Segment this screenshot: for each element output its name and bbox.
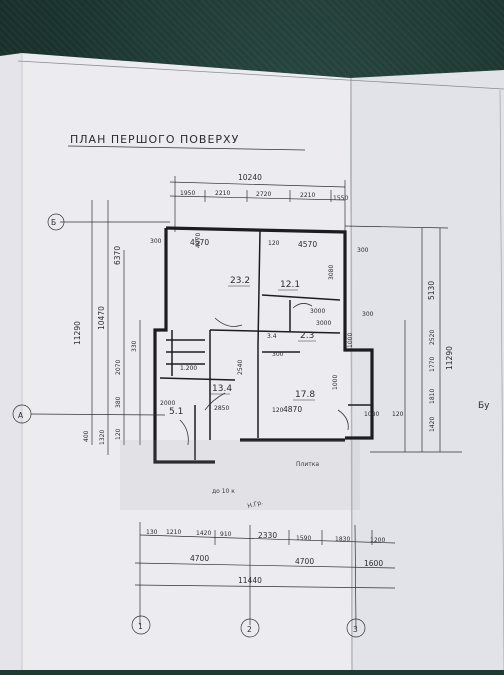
axis-b-label: Б — [51, 218, 56, 227]
bottom-span-2: 4700 — [295, 557, 314, 566]
room-6-dim: 2000 — [160, 400, 175, 407]
room-3-label: 3.4 — [267, 333, 277, 340]
left-inner-d: 1320 — [99, 430, 106, 445]
axis-3-bubble — [346, 618, 366, 638]
left-third-dim: 10470 — [97, 306, 106, 330]
top-total-dim: 10240 — [238, 173, 262, 182]
right-mid-c: 1810 — [429, 389, 436, 404]
room-misc-b: 1000 — [347, 333, 354, 348]
axis-b-bubble — [47, 213, 65, 231]
top-seg-3: 2720 — [256, 191, 271, 198]
room-6-area: 5.1 — [169, 407, 183, 417]
right-page — [350, 70, 504, 670]
axis-2-bubble — [240, 618, 260, 638]
left-inner-f: 400 — [83, 430, 90, 442]
bottom-seg-2: 1210 — [166, 529, 181, 536]
axis-1-label: 1 — [138, 622, 143, 631]
bottom-total: 11440 — [238, 576, 262, 585]
room-4-area: 17.8 — [295, 390, 315, 400]
margin-note: Бу — [478, 401, 490, 411]
room-2-dim-a: 3000 — [310, 308, 325, 315]
room-4-left: 120 — [272, 407, 284, 414]
bottom-seg-3: 1420 — [196, 530, 211, 537]
room-2-dim-b: 3000 — [316, 320, 331, 327]
bottom-span-3: 1600 — [364, 559, 383, 568]
room-4-height: 1000 — [332, 375, 339, 390]
floor-plan-drawing: ПЛАН ПЕРШОГО ПОВЕРХУ — [0, 53, 504, 671]
right-mid-a: 2520 — [429, 330, 436, 345]
room-3-area: 2.3 — [300, 331, 314, 341]
top-room-left: 4570 — [190, 238, 209, 247]
note-b: Н.Гр. — [247, 499, 264, 510]
left-second-dim: 6370 — [113, 246, 122, 265]
room-1-height: 4070 — [195, 233, 202, 248]
room-4-right2: 120 — [392, 411, 404, 418]
room-5-height: 2540 — [237, 360, 244, 375]
copy-smudge — [120, 440, 360, 510]
top-seg-4: 2210 — [300, 192, 315, 199]
left-inner-b: 330 — [131, 340, 138, 352]
room-4-width: 4870 — [283, 405, 302, 414]
top-wall-left: 300 — [150, 238, 162, 245]
room-1-area: 23.2 — [230, 276, 250, 286]
axis-a-label: А — [18, 411, 24, 420]
room-3-small: 300 — [272, 351, 284, 358]
bottom-seg-4: 910 — [220, 531, 232, 538]
bottom-seg-5: 2330 — [258, 531, 277, 540]
stair-dim: 1.200 — [180, 365, 197, 372]
bottom-seg-7: 1830 — [335, 536, 350, 543]
bottom-span-1: 4700 — [190, 554, 209, 563]
axis-2-label: 2 — [247, 625, 252, 634]
room-misc-a: 300 — [362, 311, 374, 318]
room-5-area: 13.4 — [212, 384, 232, 394]
bottom-seg-1: 130 — [146, 529, 158, 536]
right-bottom: 1420 — [429, 417, 436, 432]
left-inner-a: 2070 — [115, 360, 122, 375]
top-seg-2: 2210 — [215, 190, 230, 197]
main-page — [22, 53, 352, 670]
axis-3-label: 3 — [353, 625, 358, 634]
right-outer-dim: 11290 — [445, 346, 454, 370]
left-inner-c: 380 — [115, 396, 122, 408]
room-4-right: 1080 — [364, 411, 379, 418]
right-upper-dim: 5130 — [427, 281, 436, 300]
left-outer-dim: 11290 — [73, 321, 82, 345]
top-room-right: 4570 — [298, 240, 317, 249]
top-wall-mid: 120 — [268, 240, 280, 247]
top-wall-right: 300 — [357, 247, 369, 254]
bottom-seg-6: 1590 — [296, 535, 311, 542]
note-c: Плитка — [296, 461, 319, 468]
drawing-sheet: ПЛАН ПЕРШОГО ПОВЕРХУ — [0, 40, 504, 671]
left-inner-e: 120 — [115, 428, 122, 440]
left-page-edge — [0, 53, 22, 670]
border-line — [17, 60, 504, 90]
plan-title: ПЛАН ПЕРШОГО ПОВЕРХУ — [70, 133, 239, 146]
right-mid-b: 1770 — [429, 357, 436, 372]
room-2-area: 12.1 — [280, 280, 300, 290]
note-a: до 10 к — [212, 488, 235, 495]
bottom-seg-8: 1200 — [370, 537, 385, 544]
axis-1-bubble — [131, 615, 151, 635]
room-5-dim: 2850 — [214, 405, 229, 412]
top-seg-5: 1550 — [333, 195, 348, 202]
top-seg-1: 1950 — [180, 190, 195, 197]
room-2-height: 3080 — [328, 265, 335, 280]
